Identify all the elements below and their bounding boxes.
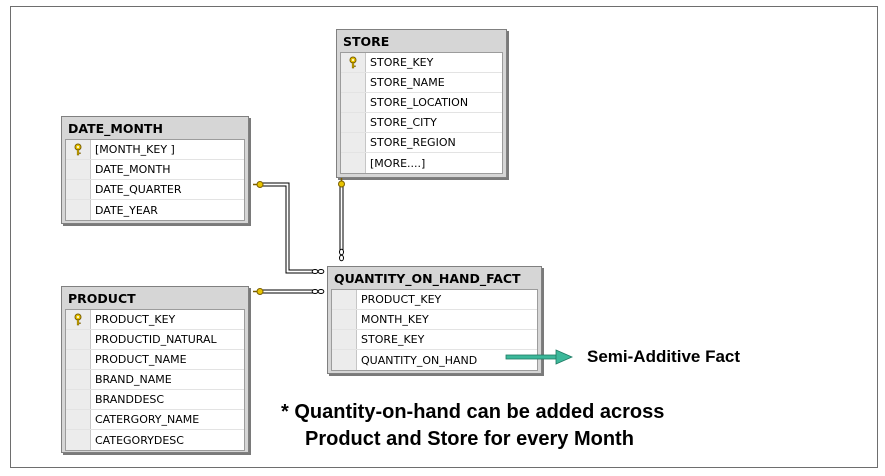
table-row[interactable]: CATERGORY_NAME xyxy=(66,410,244,430)
column-name: BRANDDESC xyxy=(95,393,165,406)
quantity-on-hand-fact-table[interactable]: QUANTITY_ON_HAND_FACT PRODUCT_KEY MONTH_… xyxy=(327,266,542,374)
relationship-lines xyxy=(253,178,573,365)
column-name: BRAND_NAME xyxy=(95,373,172,386)
table-row[interactable]: STORE_CITY xyxy=(341,113,502,133)
note-line-1: * Quantity-on-hand can be added across xyxy=(281,401,665,423)
primary-key-icon xyxy=(74,313,82,326)
column-name: STORE_LOCATION xyxy=(370,96,469,109)
semi-additive-arrow-icon xyxy=(505,349,573,365)
infinity-end-icon xyxy=(311,269,325,274)
column-name: PRODUCT_KEY xyxy=(95,313,176,326)
table-row[interactable]: QUANTITY_ON_HAND xyxy=(332,350,537,370)
column-name: STORE_NAME xyxy=(370,76,445,89)
column-name: CATERGORY_NAME xyxy=(95,413,200,426)
table-row[interactable]: [MORE....] xyxy=(341,153,502,173)
column-name: DATE_QUARTER xyxy=(95,183,182,196)
column-name: DATE_YEAR xyxy=(95,203,158,217)
table-row[interactable]: DATE_YEAR xyxy=(66,200,244,220)
column-name: QUANTITY_ON_HAND xyxy=(361,353,478,367)
column-name: PRODUCTID_NATURAL xyxy=(95,333,217,346)
table-row[interactable]: STORE_NAME xyxy=(341,73,502,93)
table-row[interactable]: STORE_LOCATION xyxy=(341,93,502,113)
table-row[interactable]: DATE_QUARTER xyxy=(66,180,244,200)
product-fact-relationship[interactable] xyxy=(263,289,313,294)
table-row[interactable]: BRAND_NAME xyxy=(66,370,244,390)
infinity-end-icon xyxy=(339,248,344,262)
table-row[interactable]: STORE_REGION xyxy=(341,133,502,153)
diagram-canvas: STORE STORE_KEY STORE_NAME STORE_LOCATIO… xyxy=(10,6,878,468)
key-end-icon xyxy=(253,288,264,295)
primary-key-icon xyxy=(74,143,82,156)
table-row[interactable]: DATE_MONTH xyxy=(66,160,244,180)
column-name: [MORE....] xyxy=(370,156,426,170)
table-row[interactable]: MONTH_KEY xyxy=(332,310,537,330)
column-name: STORE_REGION xyxy=(370,136,456,149)
column-name: [MONTH_KEY ] xyxy=(95,143,175,156)
table-row[interactable]: BRANDDESC xyxy=(66,390,244,410)
table-row[interactable]: PRODUCTID_NATURAL xyxy=(66,330,244,350)
date-month-table[interactable]: DATE_MONTH [MONTH_KEY ] DATE_MONTH DATE_… xyxy=(61,116,249,224)
column-name: PRODUCT_KEY xyxy=(361,293,442,306)
note-line-2: Product and Store for every Month xyxy=(305,428,634,450)
table-row[interactable]: CATEGORYDESC xyxy=(66,430,244,450)
table-row[interactable]: STORE_KEY xyxy=(341,53,502,73)
table-title: QUANTITY_ON_HAND_FACT xyxy=(334,271,521,286)
column-name: STORE_KEY xyxy=(361,333,425,346)
key-end-icon xyxy=(338,178,345,188)
infinity-end-icon xyxy=(311,289,325,294)
table-row[interactable]: STORE_KEY xyxy=(332,330,537,350)
column-name: STORE_CITY xyxy=(370,116,437,129)
table-row[interactable]: PRODUCT_KEY xyxy=(332,290,537,310)
store-table[interactable]: STORE STORE_KEY STORE_NAME STORE_LOCATIO… xyxy=(336,29,507,178)
column-name: PRODUCT_NAME xyxy=(95,353,187,366)
key-end-icon xyxy=(253,181,264,188)
column-name: STORE_KEY xyxy=(370,56,434,69)
column-name: CATEGORYDESC xyxy=(95,433,184,447)
store-fact-relationship[interactable] xyxy=(339,184,344,254)
product-table[interactable]: PRODUCT PRODUCT_KEY PRODUCTID_NATURAL PR… xyxy=(61,286,249,453)
date-month-fact-relationship[interactable] xyxy=(263,182,313,274)
column-name: DATE_MONTH xyxy=(95,163,171,176)
table-title: DATE_MONTH xyxy=(68,121,163,136)
semi-additive-label: Semi-Additive Fact xyxy=(587,347,741,366)
table-row[interactable]: PRODUCT_NAME xyxy=(66,350,244,370)
primary-key-icon xyxy=(349,56,357,69)
table-title: STORE xyxy=(343,34,390,49)
column-name: MONTH_KEY xyxy=(361,313,429,326)
table-title: PRODUCT xyxy=(68,291,136,306)
table-row[interactable]: PRODUCT_KEY xyxy=(66,310,244,330)
table-row[interactable]: [MONTH_KEY ] xyxy=(66,140,244,160)
